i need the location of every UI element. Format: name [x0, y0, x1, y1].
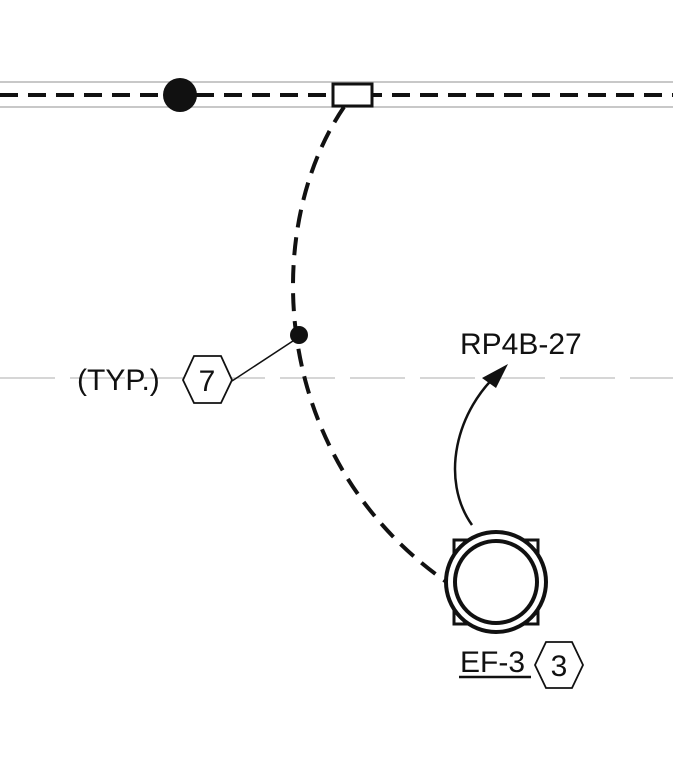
keynote-tag-3: 3	[534, 641, 584, 689]
junction-box	[331, 82, 374, 108]
keynote-tag-7: 7	[182, 355, 233, 404]
arrowhead-icon	[482, 364, 508, 388]
hexagon-icon	[182, 355, 233, 404]
equipment-label: EF-3	[460, 646, 525, 679]
leader-line-note	[231, 336, 300, 382]
keynote-tag-3-number: 3	[551, 650, 568, 683]
typical-note-label: (TYP.)	[77, 364, 160, 397]
dashed-conduit-branch	[291, 105, 450, 585]
exhaust-fan-symbol	[444, 530, 548, 634]
circuit-label: RP4B-27	[460, 328, 582, 361]
hexagon-icon	[534, 641, 584, 689]
junction-dot-large	[163, 78, 197, 112]
keynote-tag-7-number: 7	[199, 365, 216, 398]
home-run-arrow	[453, 369, 503, 526]
